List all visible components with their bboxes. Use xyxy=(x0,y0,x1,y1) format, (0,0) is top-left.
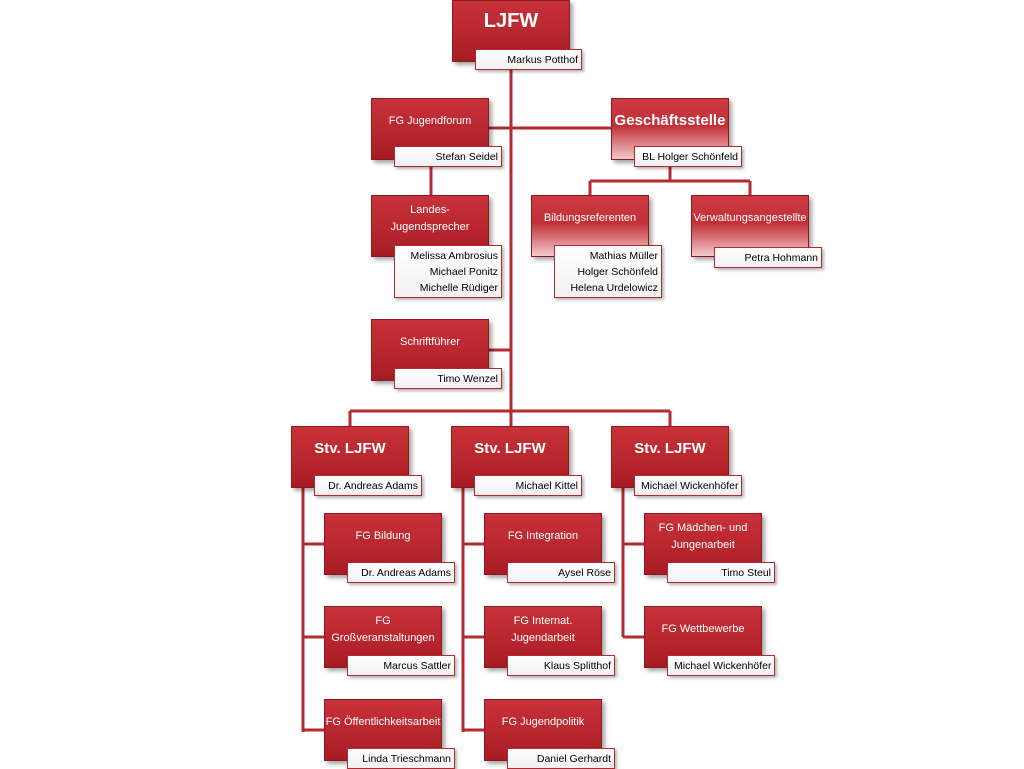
node-fg-oeffentlichkeitsarbeit-name: Linda Trieschmann xyxy=(347,748,455,769)
node-stv-ljfw-1-name: Dr. Andreas Adams xyxy=(314,475,422,496)
node-stv-ljfw-2-name: Michael Kittel xyxy=(474,475,582,496)
node-bildungsreferenten-names: Mathias Müller Holger Schönfeld Helena U… xyxy=(554,245,662,298)
node-ljfw-name: Markus Potthof xyxy=(475,49,582,70)
node-fg-grossveranstaltungen-name: Marcus Sattler xyxy=(347,655,455,676)
node-fg-jugendpolitik-name: Daniel Gerhardt xyxy=(507,748,615,769)
node-schriftfuehrer-name: Timo Wenzel xyxy=(394,368,502,389)
node-verwaltungsangestellte: Verwaltungsangestellte xyxy=(691,195,809,257)
node-verwaltungsangestellte-name: Petra Hohmann xyxy=(714,247,822,268)
node-fg-integration-name: Aysel Röse xyxy=(507,562,615,583)
node-fg-bildung-name: Dr. Andreas Adams xyxy=(347,562,455,583)
node-stv-ljfw-3-name: Michael Wickenhöfer xyxy=(634,475,742,496)
node-fg-jugendforum-name: Stefan Seidel xyxy=(394,146,502,167)
node-fg-maedchen-jungenarbeit-name: Timo Steul xyxy=(667,562,775,583)
node-landes-jugendsprecher-names: Melissa Ambrosius Michael Ponitz Michell… xyxy=(394,245,502,298)
node-geschaeftsstelle-name: BL Holger Schönfeld xyxy=(634,146,742,167)
node-ljfw-title: LJFW xyxy=(483,10,539,33)
node-fg-wettbewerbe-name: Michael Wickenhöfer xyxy=(667,655,775,676)
node-fg-internat-jugendarbeit-name: Klaus Splitthof xyxy=(507,655,615,676)
